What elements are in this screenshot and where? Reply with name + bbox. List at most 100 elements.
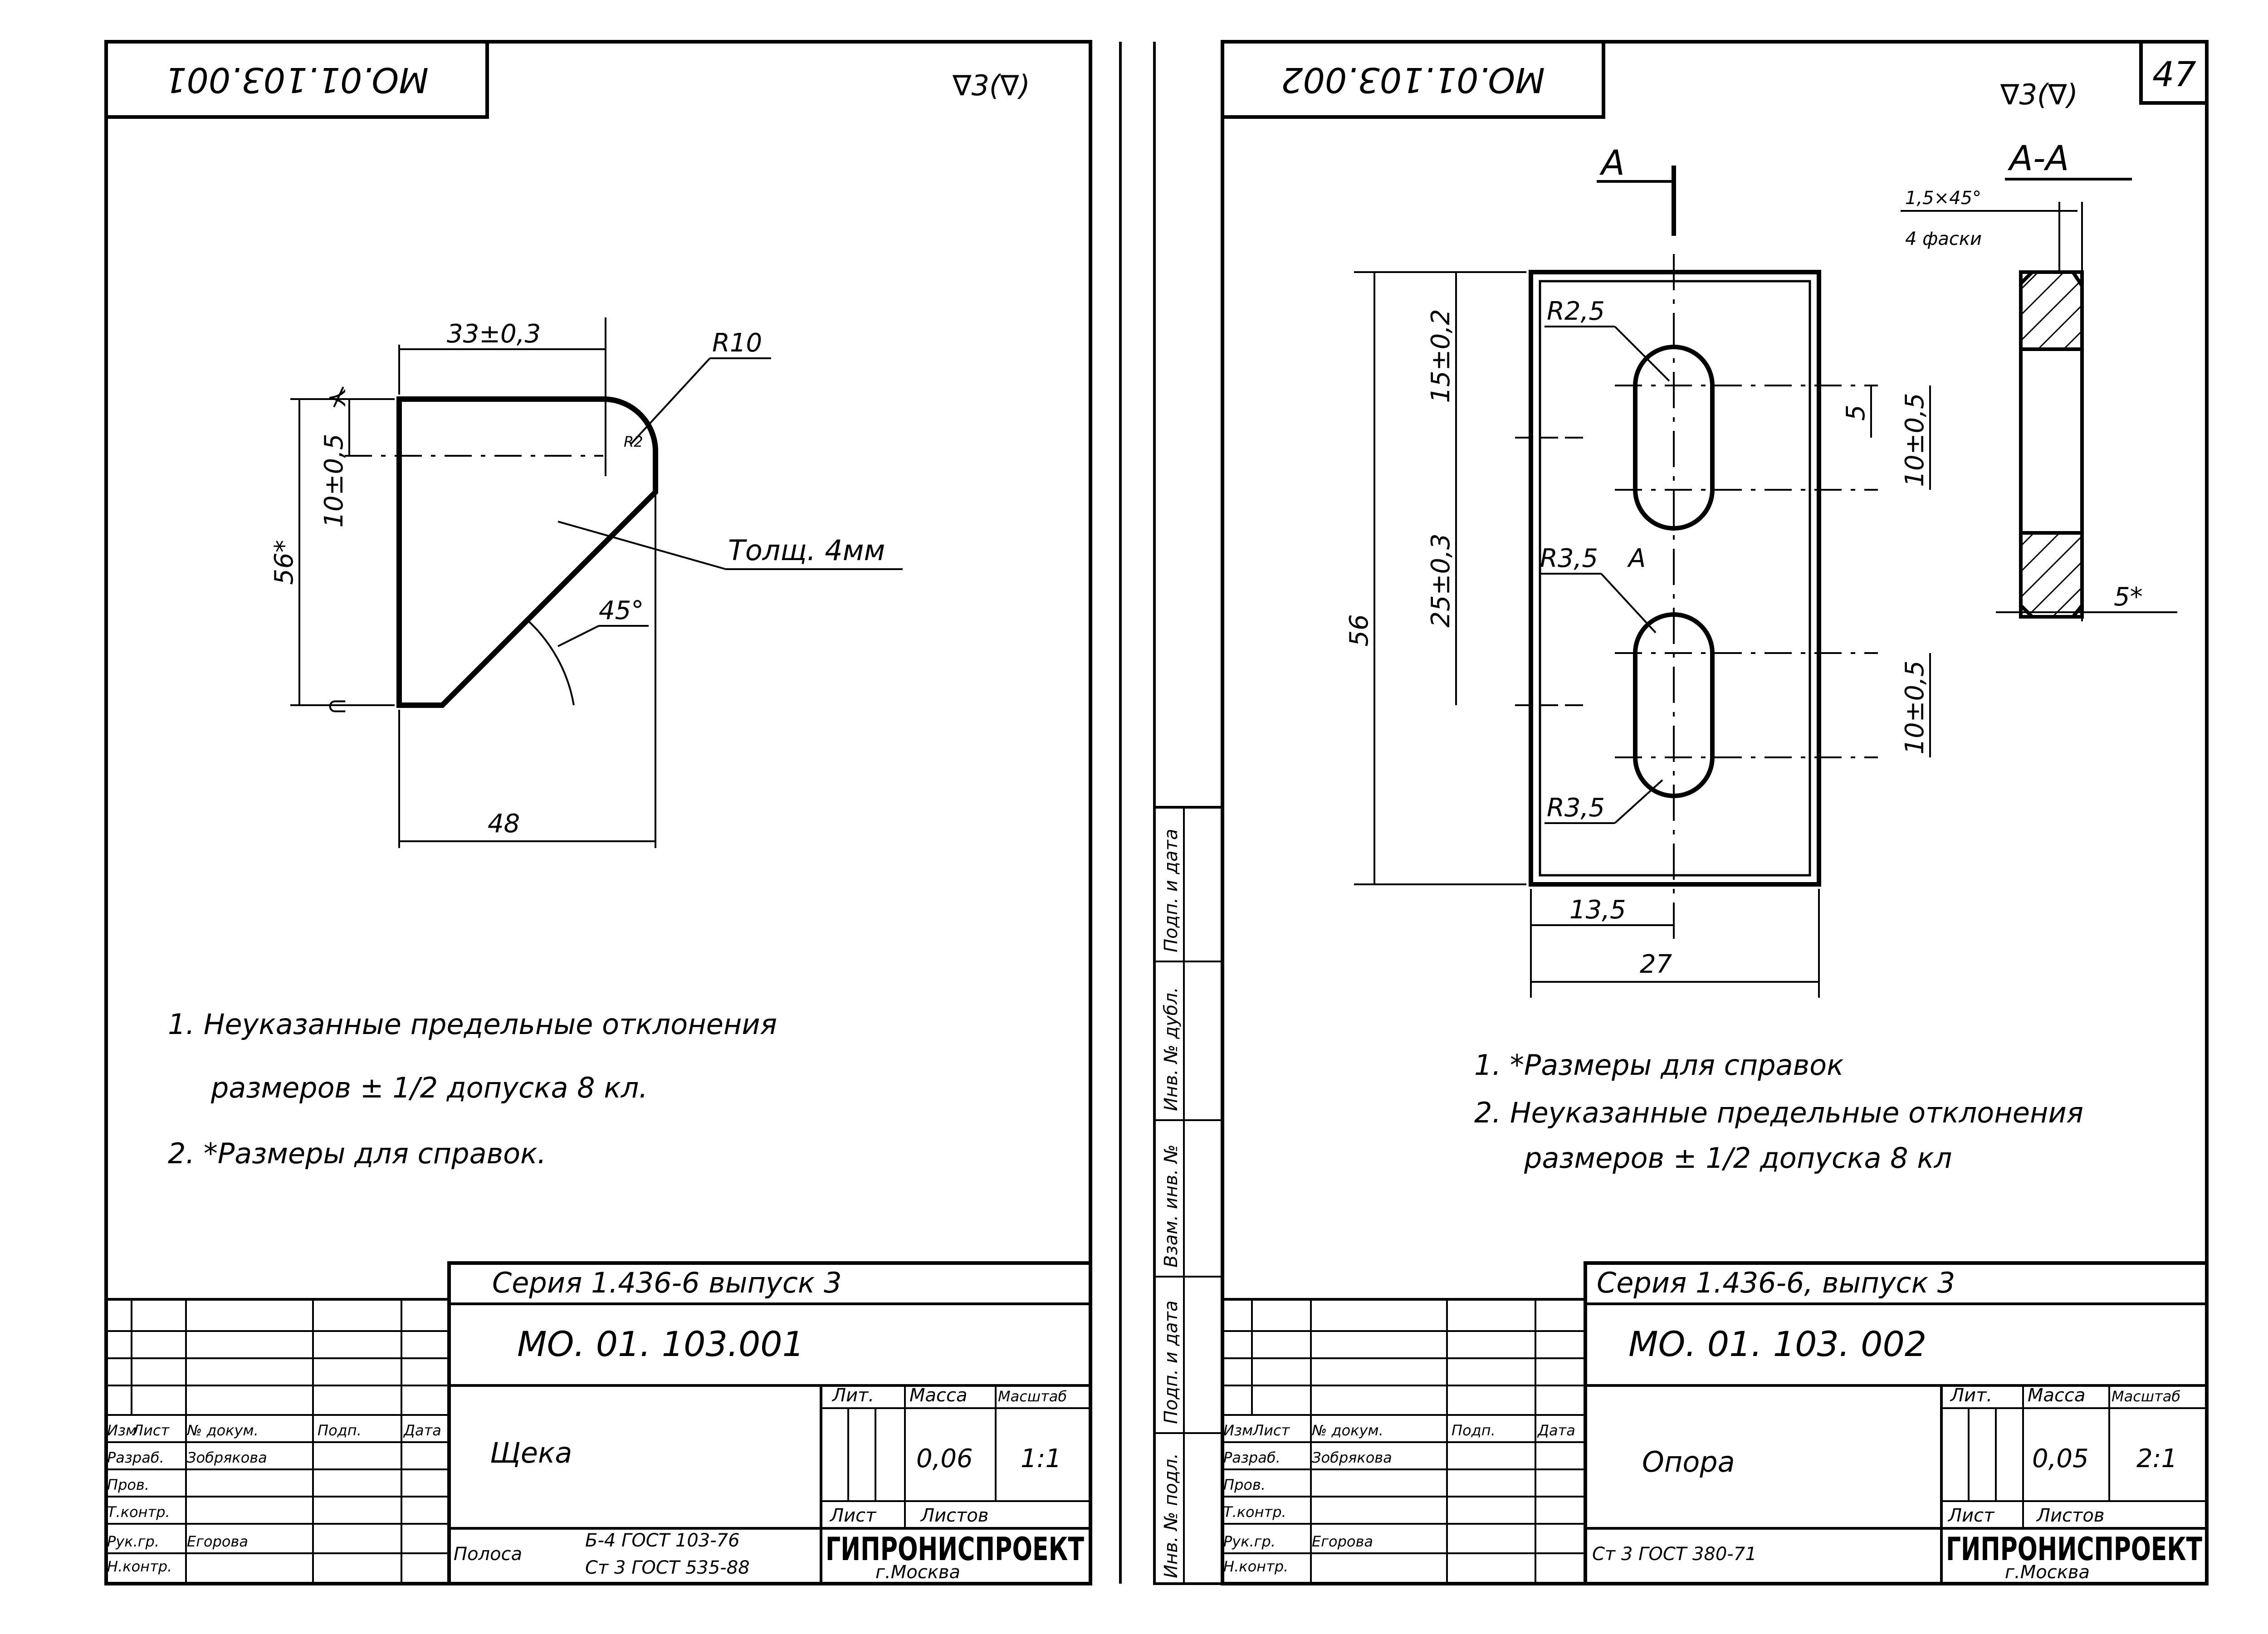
- left-note-2: размеров ± 1/2 допуска 8 кл.: [210, 1071, 648, 1104]
- right-title-block: Серия 1.436-6, выпуск 3 МО. 01. 103. 002…: [1584, 1261, 2209, 1585]
- right-scale: 2:1: [2136, 1444, 2177, 1473]
- section-hatch-top: [2019, 270, 2084, 351]
- svg-text:Зобрякова: Зобрякова: [1312, 1449, 1392, 1466]
- left-note-1: 1. Неуказанные предельные отклонения: [168, 1008, 777, 1041]
- svg-text:Листов: Листов: [920, 1505, 988, 1526]
- svg-text:№ докум.: № докум.: [1311, 1422, 1383, 1439]
- left-title-block: Серия 1.436-6 выпуск 3 МО. 01. 103.001 Щ…: [447, 1261, 1092, 1585]
- right-mirrored-code: MO.01.103.002: [1281, 60, 1545, 100]
- svg-text:Лист: Лист: [132, 1422, 170, 1439]
- section-label: А-А: [2007, 138, 2069, 178]
- slot-top: [1633, 345, 1715, 531]
- left-sheet: MO.01.103.001 ∇3(∇) 33±0,3 R10 R2 56* 10…: [104, 40, 1092, 1585]
- chamfer-top: 1,5×45°: [1905, 188, 1981, 209]
- left-org-name: ГИПРОНИСПРОЕКТ: [826, 1531, 1084, 1568]
- svg-text:Полоса: Полоса: [454, 1544, 522, 1565]
- support-plate: 56 15±0,2 25±0,3 5 10±0,5 10±0,5 R2,5 R3…: [1344, 254, 1931, 998]
- dim-height-total: 56*: [269, 540, 299, 585]
- svg-text:Взам. инв. №: Взам. инв. №: [1161, 1144, 1182, 1268]
- section-view: 5*: [1996, 202, 2177, 621]
- left-mass: 0,06: [916, 1444, 973, 1473]
- svg-text:Подп. и дата: Подп. и дата: [1161, 829, 1182, 952]
- svg-text:Пров.: Пров.: [107, 1476, 149, 1493]
- spine: Подп. и дата Инв. № дубл. Взам. инв. № П…: [1119, 42, 1224, 1585]
- svg-text:Изм: Изм: [1223, 1422, 1253, 1439]
- cut-label: А: [1599, 142, 1625, 183]
- left-code-box: [104, 40, 489, 119]
- right-part-name: Опора: [1642, 1445, 1735, 1478]
- svg-text:Егорова: Егорова: [187, 1533, 248, 1550]
- svg-text:Т.контр.: Т.контр.: [1223, 1503, 1286, 1521]
- svg-text:Егорова: Егорова: [1312, 1533, 1373, 1550]
- dim-56: 56: [1344, 614, 1374, 646]
- dim-27: 27: [1640, 950, 1672, 979]
- cheek-part: 33±0,3 R10 R2 56* 10±0,5 ⊀ ⊂ Толщ. 4мм 4: [269, 317, 903, 848]
- svg-text:Подп. и дата: Подп. и дата: [1161, 1301, 1182, 1424]
- dim-r35a: R3,5: [1540, 544, 1598, 573]
- svg-text:Ст 3 ГОСТ 535-88: Ст 3 ГОСТ 535-88: [585, 1557, 750, 1578]
- svg-text:Масштаб: Масштаб: [2112, 1388, 2180, 1405]
- svg-text:Н.контр.: Н.контр.: [107, 1558, 172, 1575]
- svg-text:Масштаб: Масштаб: [998, 1388, 1067, 1405]
- svg-text:Пров.: Пров.: [1223, 1476, 1266, 1493]
- left-revision-table: Изм Лист № докум. Подп. Дата Разраб. Про…: [105, 1298, 450, 1585]
- left-note-3: 2. *Размеры для справок.: [168, 1137, 546, 1170]
- svg-text:Дата: Дата: [403, 1422, 441, 1439]
- svg-text:Изм: Изм: [107, 1422, 137, 1439]
- page-number-box: [2139, 40, 2209, 105]
- svg-text:Н.контр.: Н.контр.: [1223, 1558, 1288, 1575]
- svg-text:Ст 3 ГОСТ 380-71: Ст 3 ГОСТ 380-71: [1592, 1544, 1757, 1565]
- dim-angle: 45°: [599, 596, 644, 625]
- left-part-name: Щека: [490, 1436, 572, 1469]
- svg-text:№ докум.: № докум.: [186, 1422, 259, 1439]
- chamfer-bottom: 4 фаски: [1905, 229, 1982, 249]
- right-mass: 0,05: [2032, 1444, 2089, 1473]
- svg-text:Т.контр.: Т.контр.: [107, 1503, 170, 1521]
- svg-text:Инв. № дубл.: Инв. № дубл.: [1161, 987, 1182, 1111]
- svg-text:Лист: Лист: [1947, 1505, 1995, 1526]
- right-org-name: ГИПРОНИСПРОЕКТ: [1946, 1531, 2202, 1568]
- right-doc-code: МО. 01. 103. 002: [1628, 1324, 1926, 1364]
- right-code-box: [1221, 40, 1605, 119]
- svg-text:⊀: ⊀: [327, 383, 348, 412]
- page-number: 47: [2152, 54, 2196, 94]
- svg-text:Подп.: Подп.: [318, 1422, 362, 1439]
- right-roughness: ∇3(∇): [2000, 78, 2078, 111]
- svg-text:Разраб.: Разраб.: [107, 1449, 164, 1466]
- svg-text:Рук.гр.: Рук.гр.: [107, 1533, 159, 1550]
- section-hatch-bottom: [2019, 531, 2084, 619]
- svg-text:Лит.: Лит.: [1950, 1385, 1992, 1406]
- right-series: Серия 1.436-6, выпуск 3: [1597, 1266, 1955, 1299]
- svg-text:Лист: Лист: [829, 1505, 877, 1526]
- dim-135: 13,5: [1569, 895, 1626, 925]
- dim-r35b: R3,5: [1547, 793, 1605, 823]
- left-doc-code: МО. 01. 103.001: [517, 1324, 804, 1364]
- svg-text:Рук.гр.: Рук.гр.: [1223, 1533, 1276, 1550]
- svg-text:Листов: Листов: [2036, 1505, 2104, 1526]
- svg-text:Разраб.: Разраб.: [1223, 1449, 1281, 1466]
- dim-25: 25±0,3: [1426, 533, 1456, 627]
- dim-5: 5: [1841, 405, 1871, 421]
- left-series: Серия 1.436-6 выпуск 3: [492, 1266, 842, 1299]
- dim-5s: 5*: [2114, 582, 2143, 612]
- svg-text:Масса: Масса: [2028, 1385, 2086, 1406]
- left-roughness: ∇3(∇): [952, 69, 1030, 102]
- dim-15: 15±0,2: [1426, 309, 1456, 403]
- cheek-outline: [396, 396, 658, 708]
- slot-bottom: [1633, 612, 1715, 798]
- right-note-1: 1. *Размеры для справок: [1474, 1049, 1844, 1082]
- dim-10a: 10±0,5: [1900, 393, 1930, 487]
- svg-text:Лит.: Лит.: [831, 1385, 874, 1406]
- dim-height-partial: 10±0,5: [319, 434, 349, 527]
- svg-text:Масса: Масса: [909, 1385, 968, 1406]
- svg-text:А: А: [1627, 544, 1646, 573]
- dim-10b: 10±0,5: [1900, 660, 1930, 754]
- svg-text:⊂: ⊂: [327, 691, 348, 721]
- right-sheet: MO.01.103.002 47 ∇3(∇) А-А 1,5×45° 4 фас…: [1221, 40, 2209, 1585]
- left-scale: 1:1: [1021, 1444, 1061, 1473]
- dim-thickness: Толщ. 4мм: [728, 534, 885, 567]
- svg-text:Подп.: Подп.: [1452, 1422, 1496, 1439]
- left-mirrored-code: MO.01.103.001: [165, 60, 429, 100]
- svg-text:г.Москва: г.Москва: [875, 1562, 960, 1583]
